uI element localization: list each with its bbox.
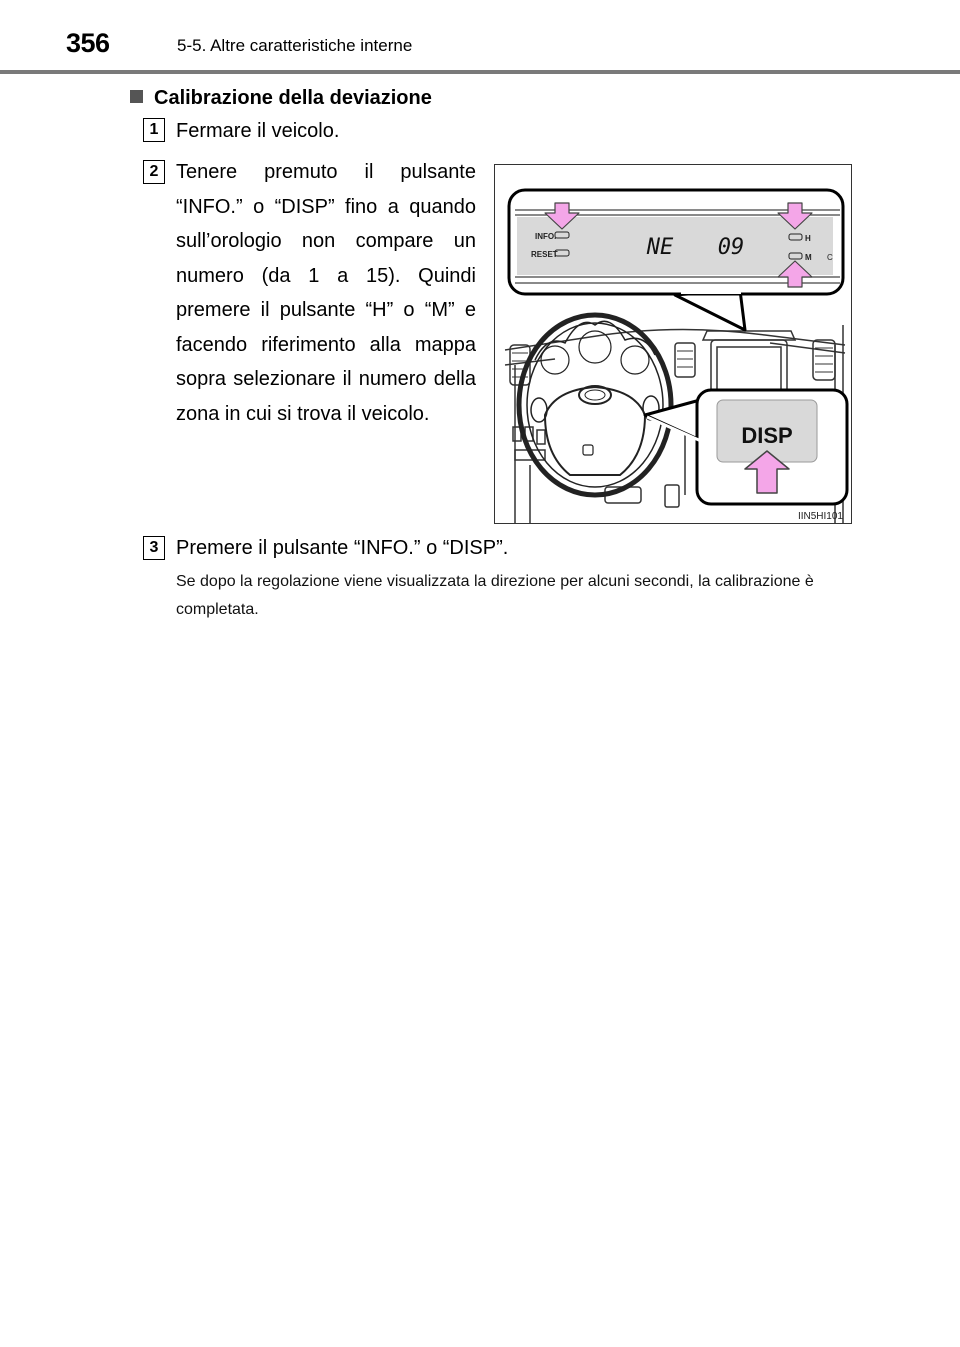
- figure-code: IIN5HI101: [798, 511, 843, 522]
- step-1-text: Fermare il veicolo.: [176, 120, 340, 142]
- header-divider: [0, 70, 960, 74]
- step-1-badge: 1: [143, 118, 165, 142]
- step-2-text: Tenere premuto il pulsante “INFO.” o “DI…: [176, 161, 476, 425]
- step-3-text: Premere il pulsante “INFO.” o “DISP”.: [176, 537, 509, 559]
- svg-text:INFO.: INFO.: [535, 232, 556, 241]
- calibration-note: Se dopo la regolazione viene visualizzat…: [176, 573, 814, 618]
- disp-button-label: DISP: [741, 423, 792, 448]
- display-zone: 09: [718, 235, 745, 260]
- square-bullet-icon: [130, 90, 143, 103]
- step-2-badge: 2: [143, 160, 165, 184]
- svg-text:RESET: RESET: [531, 250, 558, 259]
- page-number: 356: [66, 28, 110, 58]
- svg-text:M: M: [805, 253, 812, 262]
- dashboard-illustration: DISP INFO. RESET NE 09 H M C: [494, 164, 852, 524]
- svg-text:H: H: [805, 234, 811, 243]
- svg-text:C: C: [827, 253, 833, 262]
- chapter-title: 5-5. Altre caratteristiche interne: [177, 36, 413, 55]
- section-title-text: Calibrazione della deviazione: [154, 87, 432, 109]
- display-direction: NE: [646, 235, 674, 260]
- step-3-badge: 3: [143, 536, 165, 560]
- page-header: 356 5-5. Altre caratteristiche interne: [0, 0, 960, 76]
- section-title: Calibrazione della deviazione: [130, 87, 432, 110]
